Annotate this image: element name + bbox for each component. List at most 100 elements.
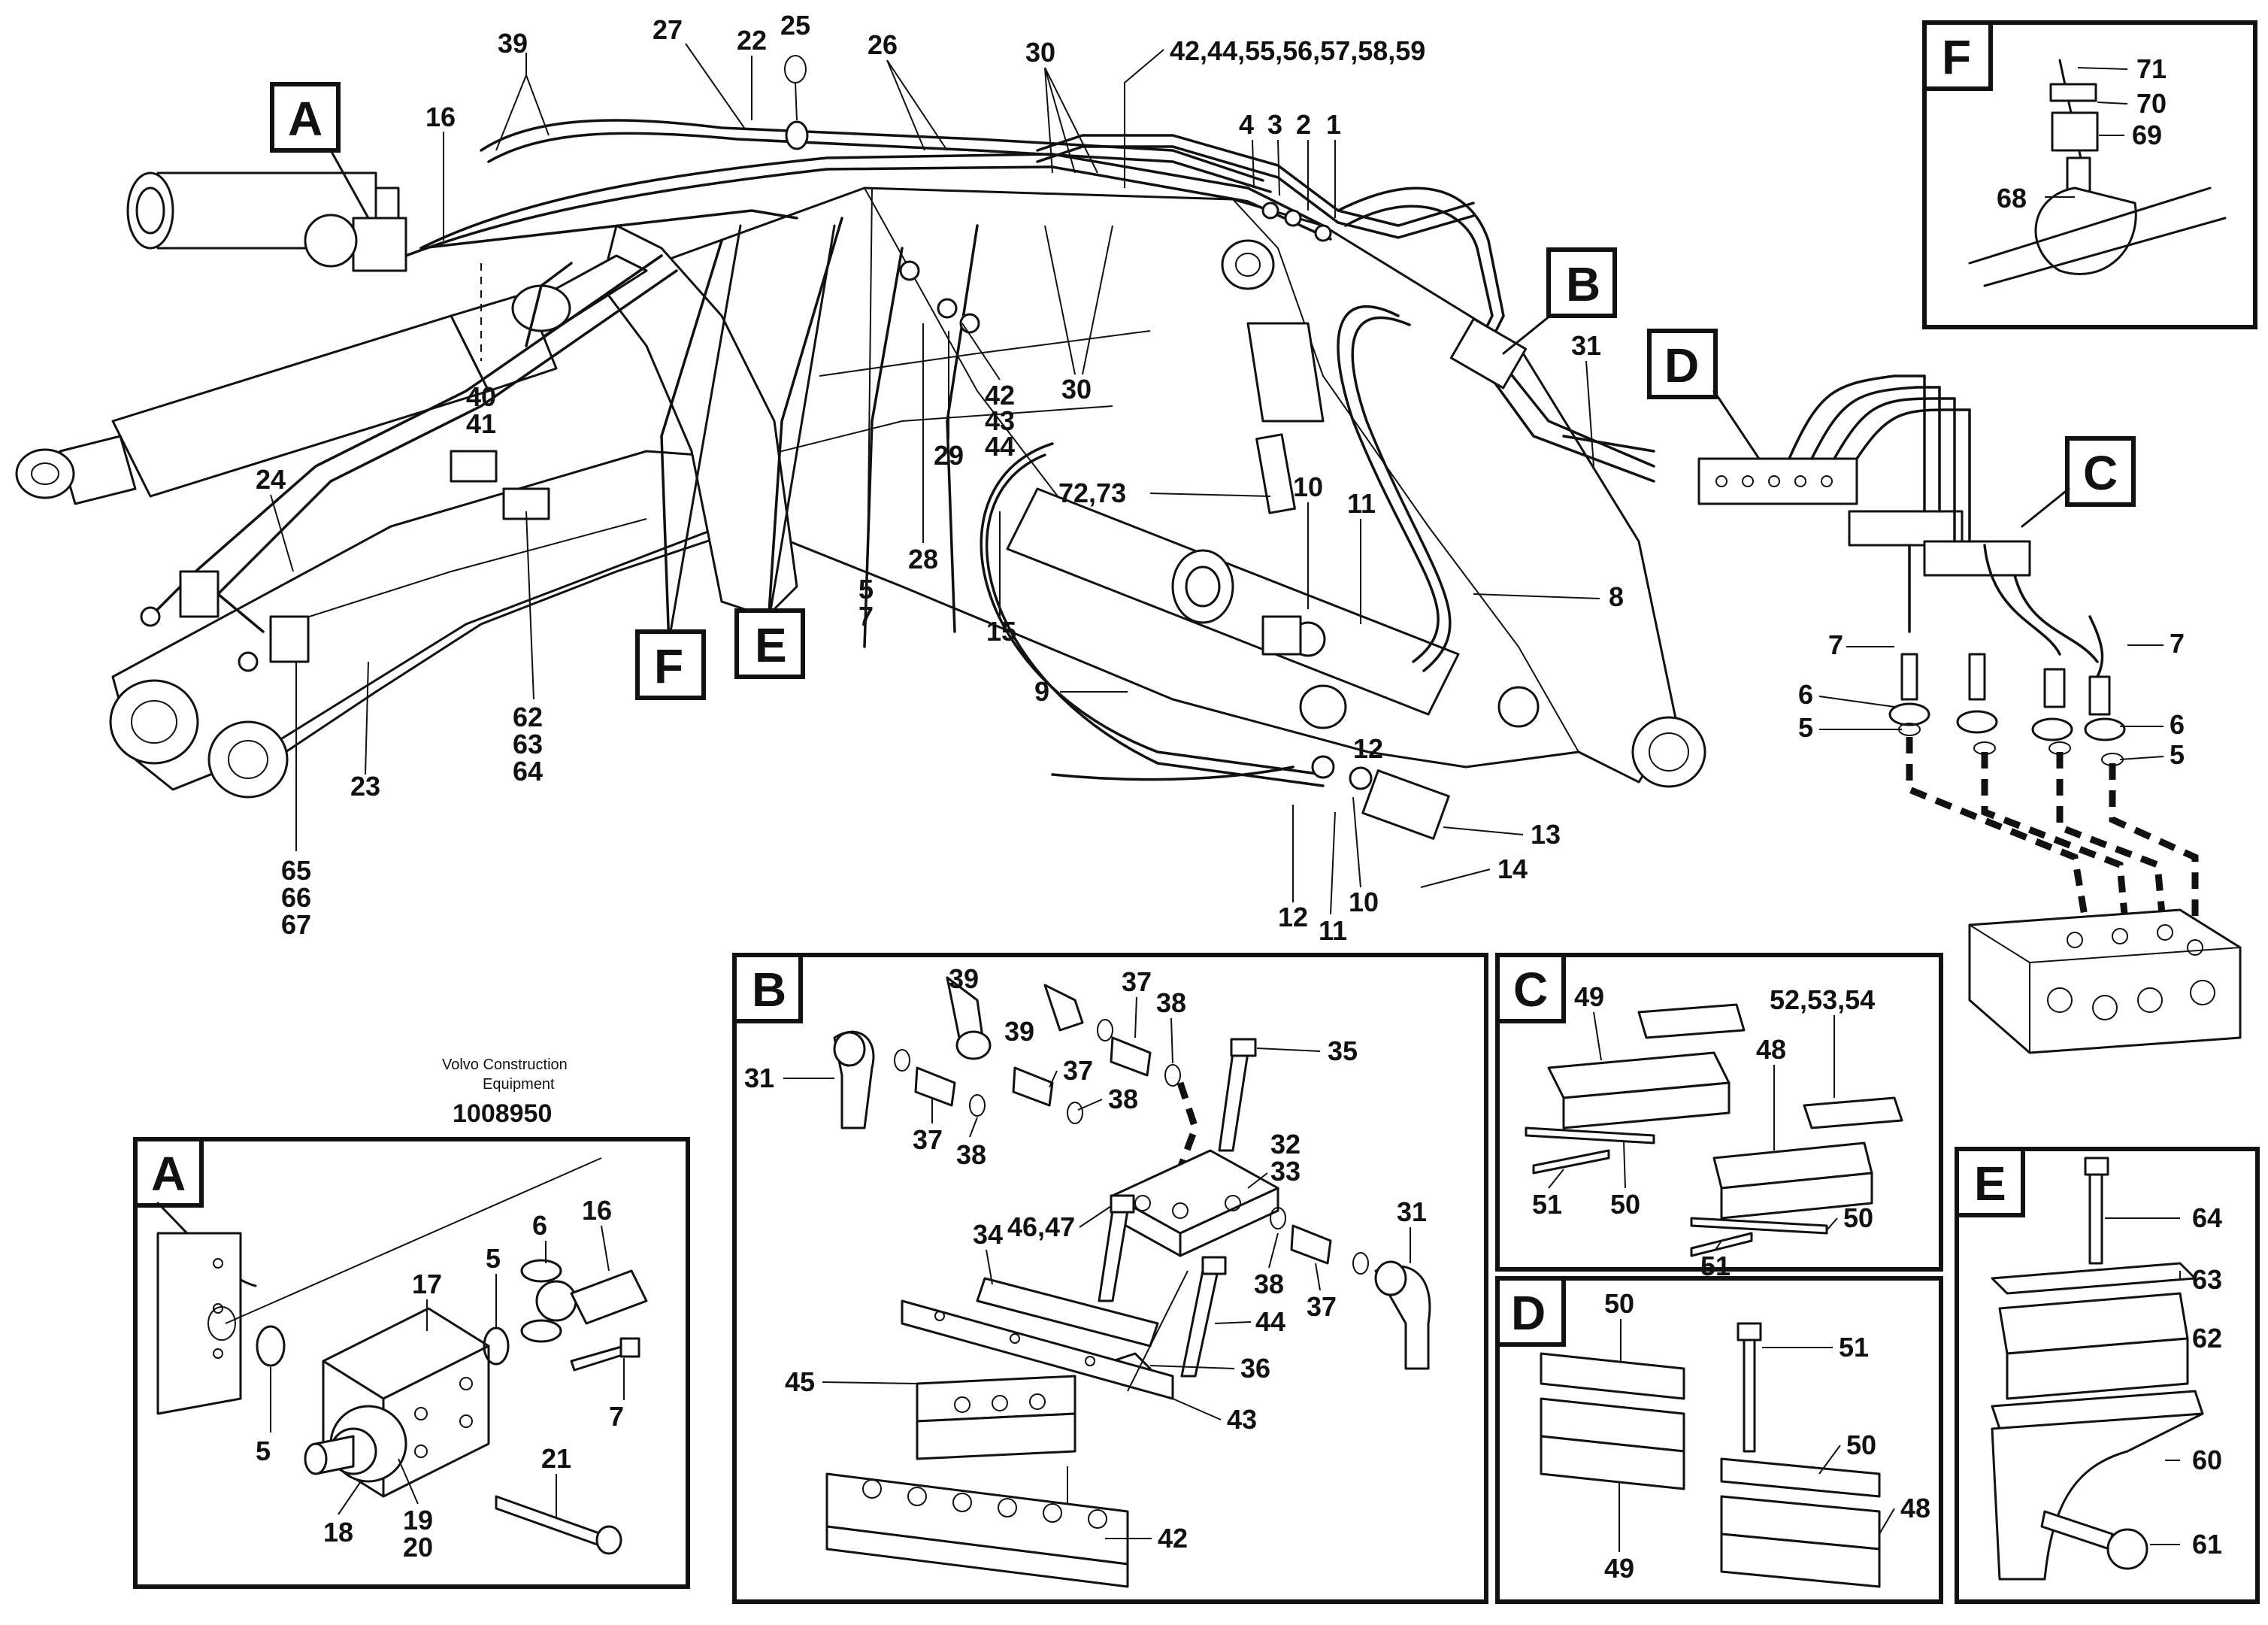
callout-6-valve-right: 6 — [2170, 709, 2185, 740]
callout-31-b-left: 31 — [744, 1063, 774, 1093]
callout-45: 45 — [785, 1366, 815, 1397]
publisher-name: Volvo Construction — [442, 1057, 568, 1073]
publisher-sub: Equipment — [483, 1076, 555, 1093]
callout-66: 66 — [281, 882, 311, 913]
detail-b-title: B — [752, 963, 786, 1017]
callout-3: 3 — [1267, 109, 1282, 140]
callout-49-d: 49 — [1604, 1553, 1634, 1584]
callout-44-main: 44 — [985, 431, 1015, 462]
callout-65: 65 — [281, 855, 311, 886]
callout-37-b-top: 37 — [1122, 966, 1152, 997]
callout-7-valve-right: 7 — [2170, 628, 2185, 659]
callout-11-low: 11 — [1319, 915, 1347, 946]
callout-32: 32 — [1270, 1129, 1301, 1160]
callout-10-top: 10 — [1293, 471, 1323, 502]
callout-39-b-right: 39 — [1004, 1016, 1034, 1047]
tag-e-main: E — [755, 618, 787, 672]
tag-a-main: A — [288, 92, 322, 146]
callout-38-b-top: 38 — [1156, 987, 1186, 1018]
callout-42-main: 42 — [985, 380, 1015, 411]
callout-26: 26 — [868, 29, 898, 60]
callout-28: 28 — [908, 544, 938, 575]
tag-f-main: F — [654, 639, 683, 693]
callout-35: 35 — [1328, 1035, 1358, 1066]
callout-43-main: 43 — [985, 405, 1015, 436]
detail-b: B — [732, 953, 1488, 1604]
callout-40: 40 — [466, 381, 496, 412]
callout-37-b-mid: 37 — [1063, 1055, 1093, 1086]
callout-67: 67 — [281, 909, 311, 940]
callout-6-a: 6 — [532, 1210, 547, 1241]
detail-c: C 49 52,53,54 48 51 50 50 51 — [1495, 953, 1943, 1281]
callout-48-c: 48 — [1756, 1034, 1786, 1065]
callout-22: 22 — [737, 25, 767, 56]
callout-37-b-low: 37 — [913, 1124, 943, 1155]
callout-68: 68 — [1997, 183, 2027, 214]
tag-d-main: D — [1664, 338, 1699, 393]
publisher-block: Volvo Construction Equipment 1008950 — [442, 1057, 568, 1128]
callout-13: 13 — [1531, 819, 1561, 850]
callout-49-c: 49 — [1574, 981, 1604, 1012]
callout-71: 71 — [2136, 53, 2167, 84]
detail-a-title: A — [151, 1147, 186, 1201]
tag-b-main: B — [1566, 257, 1600, 311]
callout-51-c-left: 51 — [1532, 1189, 1562, 1220]
main-view-callouts: 39 16 27 22 25 26 30 42,44,55,56,57,58,5… — [256, 10, 2185, 946]
callout-7-main: 7 — [858, 601, 874, 632]
callout-14: 14 — [1497, 853, 1528, 884]
callout-50-c-right: 50 — [1843, 1202, 1873, 1233]
callout-30-low: 30 — [1061, 374, 1092, 405]
callout-37-b-right: 37 — [1307, 1291, 1337, 1322]
detail-f-title: F — [1942, 30, 1971, 84]
callout-31-b-right: 31 — [1397, 1196, 1427, 1227]
callout-29: 29 — [934, 440, 964, 471]
callout-64-e: 64 — [2192, 1202, 2222, 1233]
callout-1: 1 — [1326, 109, 1341, 140]
lower-cylinder — [15, 284, 571, 505]
callout-38-b-low: 38 — [956, 1139, 986, 1170]
callout-62: 62 — [513, 702, 543, 732]
callout-4: 4 — [1239, 109, 1254, 140]
callout-24: 24 — [256, 464, 286, 495]
boom-cylinder — [1006, 322, 1460, 716]
callout-46-47: 46,47 — [1007, 1211, 1075, 1242]
callout-39: 39 — [498, 28, 528, 59]
callout-52-53-54: 52,53,54 — [1770, 984, 1875, 1015]
callout-36: 36 — [1240, 1353, 1270, 1384]
callout-18: 18 — [323, 1517, 353, 1548]
detail-a: A 17 6 16 — [133, 1137, 690, 1589]
callout-41: 41 — [466, 408, 496, 439]
callout-15: 15 — [986, 616, 1016, 647]
callout-60-e: 60 — [2192, 1445, 2222, 1475]
callout-31-main: 31 — [1571, 330, 1601, 361]
main-view-tags: A B C D E F — [270, 82, 2136, 700]
callout-25: 25 — [780, 10, 810, 41]
callout-6-valve-left: 6 — [1798, 679, 1813, 710]
valve-assembly — [1697, 374, 2242, 1054]
callout-10-low: 10 — [1349, 887, 1379, 917]
callout-5-main: 5 — [858, 574, 874, 605]
detail-f: F 71 70 69 68 — [1922, 20, 2257, 329]
callout-64: 64 — [513, 756, 543, 787]
main-view-artwork — [15, 119, 2242, 1054]
callout-69: 69 — [2132, 120, 2162, 150]
callout-33: 33 — [1270, 1156, 1301, 1187]
callout-51-d: 51 — [1839, 1332, 1869, 1363]
drawing-number: 1008950 — [453, 1099, 552, 1128]
callout-44-b: 44 — [1255, 1306, 1285, 1337]
callout-7-a: 7 — [609, 1401, 624, 1432]
detail-d: D 50 51 50 48 49 — [1495, 1276, 1943, 1604]
detail-c-title: C — [1513, 963, 1548, 1017]
tag-c-main: C — [2083, 446, 2118, 500]
callout-16-a: 16 — [582, 1195, 612, 1226]
callout-27: 27 — [653, 14, 683, 45]
callout-12-top: 12 — [1353, 733, 1383, 764]
callout-61-e: 61 — [2192, 1529, 2222, 1560]
callout-50-d-top: 50 — [1604, 1288, 1634, 1319]
callout-5-valve-right: 5 — [2170, 739, 2185, 770]
callout-17: 17 — [412, 1269, 442, 1299]
callout-72-73: 72,73 — [1058, 477, 1126, 508]
callout-5-a-right: 5 — [486, 1243, 501, 1274]
callout-42-b: 42 — [1158, 1523, 1188, 1554]
